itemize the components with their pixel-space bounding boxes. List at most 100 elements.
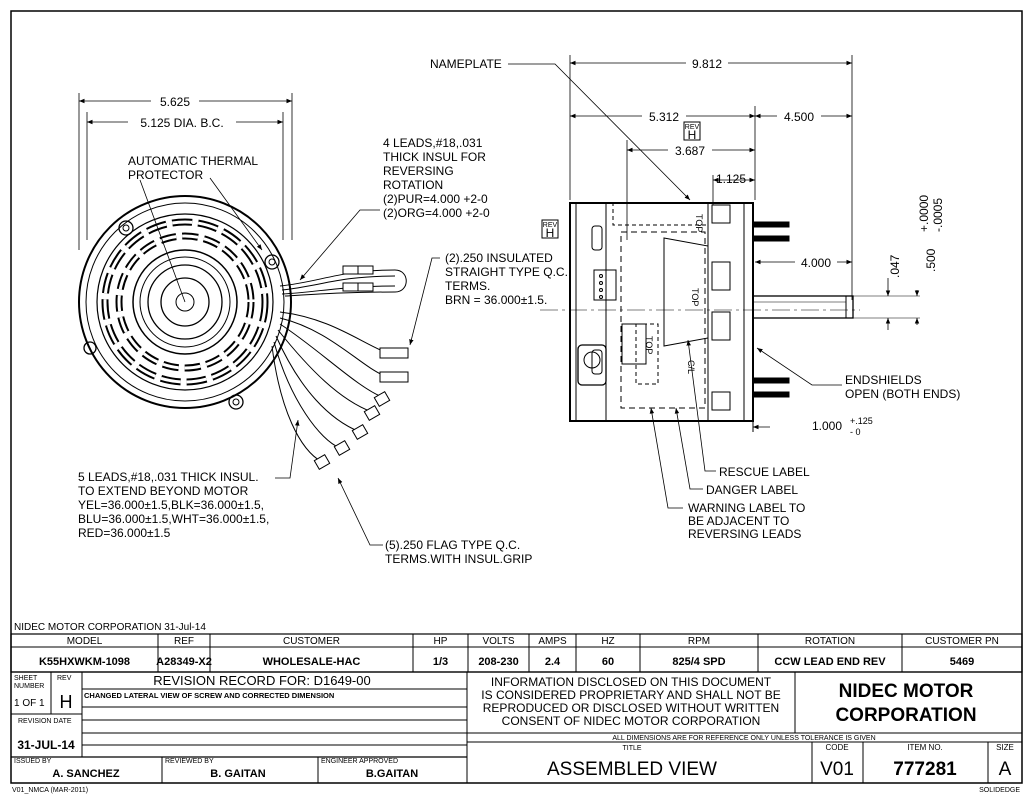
note-warning-2: BE ADJACENT TO: [688, 514, 789, 528]
info-line3: REPRODUCED OR DISCLOSED WITHOUT WRITTEN: [483, 701, 779, 715]
label-top-3: TOP: [644, 336, 654, 354]
info-line2: IS CONSIDERED PROPRIETARY AND SHALL NOT …: [481, 688, 780, 702]
spec-value: CCW LEAD END REV: [774, 656, 886, 668]
reviewed-label: REVIEWED BY: [165, 758, 214, 765]
rev-tag-side-small: REV: [543, 222, 558, 229]
spec-value: 5469: [950, 656, 974, 668]
tol-0: - 0: [850, 427, 861, 437]
rev-tag-top-small: REV: [685, 124, 700, 131]
sheet-border: [10, 10, 1023, 784]
corp-date: NIDEC MOTOR CORPORATION 31-Jul-14: [14, 622, 206, 633]
note-insulated-2: STRAIGHT TYPE Q.C.: [445, 265, 568, 279]
dim-label-pos: 3.687: [675, 144, 705, 158]
label-top-1: TOP: [694, 214, 704, 232]
company-line2: CORPORATION: [835, 705, 976, 726]
spec-value: 208-230: [478, 656, 518, 668]
note-thermal-protector: AUTOMATIC THERMAL: [128, 154, 258, 168]
dim-500: .500: [924, 248, 938, 272]
note-endshields-2: OPEN (BOTH ENDS): [845, 387, 960, 401]
software: SOLIDEDGE: [979, 787, 1020, 794]
end-outer-rim: [78, 195, 292, 409]
dim-body: 5.312: [649, 110, 679, 124]
dim-1000: 1.000: [812, 419, 842, 433]
dim-4000: 4.000: [801, 256, 831, 270]
info-line4: CONSENT OF NIDEC MOTOR CORPORATION: [502, 714, 761, 728]
revision-date-label: REVISION DATE: [18, 718, 72, 725]
title-block: NIDEC MOTOR CORPORATION 31-Jul-14 MODEL K…: [10, 622, 1023, 794]
info-line1: INFORMATION DISCLOSED ON THIS DOCUMENT: [491, 675, 772, 689]
note-leads4-6: (2)ORG=4.000 +2-0: [383, 206, 490, 220]
revision-note: CHANGED LATERAL VIEW OF SCREW AND CORREC…: [84, 691, 334, 700]
sheet-number-label1: SHEET: [14, 675, 38, 682]
note-leads4-4: ROTATION: [383, 178, 443, 192]
size-label: SIZE: [996, 743, 1014, 752]
note-warning-1: WARNING LABEL TO: [688, 501, 805, 515]
rev-label: REV: [57, 675, 72, 682]
spec-value: 2.4: [545, 656, 561, 668]
note-leads5-1: 5 LEADS,#18,.031 THICK INSUL.: [78, 470, 259, 484]
engineer-approved: B.GAITAN: [366, 768, 418, 780]
title-label: TITLE: [622, 745, 641, 752]
spec-header: HZ: [601, 636, 614, 647]
reference-note: ALL DIMENSIONS ARE FOR REFERENCE ONLY UN…: [612, 735, 875, 742]
spec-header: REF: [174, 636, 194, 647]
spec-header: CUSTOMER: [283, 636, 340, 647]
spec-header: RPM: [688, 636, 710, 647]
issued-label: ISSUED BY: [14, 758, 52, 765]
side-view: 9.812 5.312 4.500 REV H 3.687 1.125 NAME…: [430, 55, 960, 541]
note-flag-2: TERMS.WITH INSUL.GRIP: [385, 552, 532, 566]
reviewed-by: B. GAITAN: [210, 768, 265, 780]
spec-header: HP: [434, 636, 448, 647]
label-cl: C/L: [686, 360, 696, 374]
dim-1125: 1.125: [716, 172, 746, 186]
tol-plus: +.0000: [917, 195, 931, 232]
note-leads5-3: YEL=36.000±1.5,BLK=36.000±1.5,: [78, 498, 264, 512]
sheet-number-label2: NUMBER: [14, 683, 44, 690]
note-leads5-2: TO EXTEND BEYOND MOTOR: [78, 484, 249, 498]
item-number: 777281: [893, 759, 957, 780]
form-id: V01_NMCA (MAR-2011): [12, 787, 88, 794]
rev-tag-side: [541, 219, 559, 239]
dim-overall-length: 9.812: [692, 57, 722, 71]
note-rescue-label: RESCUE LABEL: [719, 465, 810, 479]
note-leads4-2: THICK INSUL FOR: [383, 150, 486, 164]
code-label: CODE: [825, 743, 848, 752]
spec-header: VOLTS: [482, 636, 514, 647]
engineer-label: ENGINEER APPROVED: [321, 758, 398, 765]
dim-047: .047: [888, 254, 902, 278]
tol-125: +.125: [850, 416, 873, 426]
dim-shaft-ext: 4.500: [784, 110, 814, 124]
note-leads5-5: RED=36.000±1.5: [78, 526, 171, 540]
sheet-of: 1 OF 1: [14, 698, 45, 709]
rev-value: H: [60, 692, 73, 712]
note-endshields-1: ENDSHIELDS: [845, 373, 922, 387]
note-leads4-3: REVERSING: [383, 164, 454, 178]
size-value: A: [999, 759, 1012, 780]
note-insulated-1: (2).250 INSULATED: [445, 251, 553, 265]
note-insulated-4: BRN = 36.000±1.5.: [445, 293, 547, 307]
note-leads4-5: (2)PUR=4.000 +2-0: [383, 192, 488, 206]
label-top-2: TOP: [690, 288, 700, 306]
spec-value: K55HXWKM-1098: [39, 656, 130, 668]
spec-header: AMPS: [538, 636, 567, 647]
spec-value: A28349-X2: [156, 656, 212, 668]
drawing-title: ASSEMBLED VIEW: [547, 759, 717, 780]
spec-value: 1/3: [433, 656, 448, 668]
tol-minus: -.0005: [931, 198, 945, 232]
revision-record: REVISION RECORD FOR: D1649-00: [153, 673, 370, 688]
rev-tag-side-letter: H: [546, 226, 555, 240]
note-nameplate: NAMEPLATE: [430, 57, 502, 71]
spec-value: 60: [602, 656, 614, 668]
spec-header: CUSTOMER PN: [925, 636, 999, 647]
note-warning-3: REVERSING LEADS: [688, 527, 801, 541]
dim-overall-diameter: 5.625: [160, 95, 190, 109]
issued-by: A. SANCHEZ: [52, 768, 120, 780]
dim-bolt-circle: 5.125 DIA. B.C.: [140, 116, 223, 130]
shaft-bore: [160, 277, 210, 327]
note-flag-1: (5).250 FLAG TYPE Q.C.: [385, 538, 520, 552]
spec-header: MODEL: [67, 636, 103, 647]
company-line1: NIDEC MOTOR: [839, 681, 974, 702]
note-leads4-1: 4 LEADS,#18,.031: [383, 136, 483, 150]
motor-shaft: [752, 295, 854, 319]
rev-tag-top: [683, 121, 701, 141]
